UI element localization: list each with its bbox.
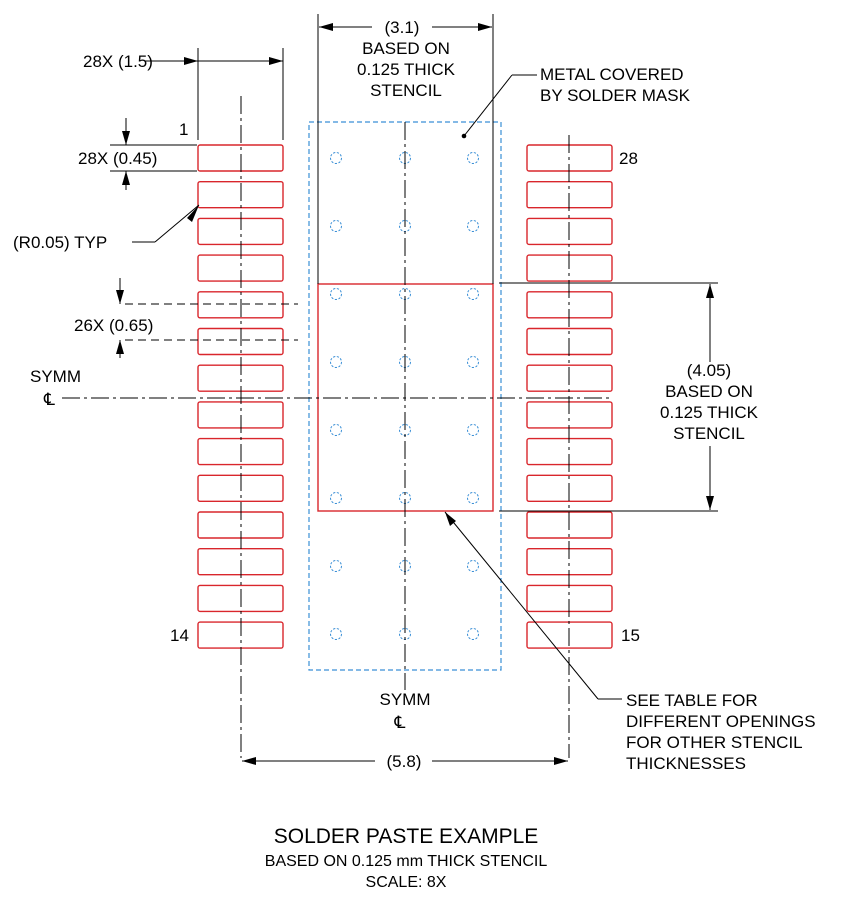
via-r5-c3 — [467, 424, 479, 436]
paste-height-arrow-top — [706, 284, 714, 298]
corner-radius-arrow — [187, 205, 199, 222]
via-r1-c1 — [330, 152, 342, 164]
via-r8-c1 — [330, 628, 342, 640]
via-r4-c3 — [467, 356, 479, 368]
paste-height-note-3: STENCIL — [673, 424, 745, 443]
paste-width-note-1: BASED ON — [362, 39, 450, 58]
paste-width-dim: (3.1) — [385, 18, 420, 37]
pad-length-arrow-left — [184, 57, 198, 65]
pad-length-arrow-right — [269, 57, 283, 65]
pitch-arrow-bottom — [116, 340, 124, 354]
pitch-arrow-top — [116, 290, 124, 304]
pin-label-last: 28 — [619, 149, 638, 168]
see-table-note-3: FOR OTHER STENCIL — [626, 733, 803, 752]
metal-covered-note-2: BY SOLDER MASK — [540, 86, 691, 105]
via-r1-c3 — [467, 152, 479, 164]
see-table-leader — [444, 511, 599, 700]
symmetry-symbol-left: ℄ — [43, 390, 55, 409]
pad-width-arrow-top — [122, 131, 130, 145]
pin-label-first-right: 15 — [621, 626, 640, 645]
metal-covered-leader — [463, 74, 513, 137]
via-r8-c3 — [467, 628, 479, 640]
via-r2-c3 — [467, 220, 479, 232]
symmetry-label-left: SYMM — [30, 367, 81, 386]
via-r7-c1 — [330, 560, 342, 572]
metal-covered-dot — [461, 133, 467, 139]
pin-label-first: 1 — [179, 120, 188, 139]
pad-length-dim: 28X (1.5) — [83, 52, 153, 71]
via-r6-c1 — [330, 492, 342, 504]
corner-radius-note: (R0.05) TYP — [13, 233, 107, 252]
paste-height-note-2: 0.125 THICK — [660, 403, 759, 422]
see-table-note-1: SEE TABLE FOR — [626, 691, 758, 710]
pad-width-dim: 28X (0.45) — [78, 149, 157, 168]
via-r7-c3 — [467, 560, 479, 572]
see-table-note-4: THICKNESSES — [626, 754, 746, 773]
paste-width-note-2: 0.125 THICK — [357, 60, 456, 79]
span-arrow-right — [554, 757, 568, 765]
symmetry-symbol-bottom: ℄ — [394, 713, 406, 732]
via-r2-c1 — [330, 220, 342, 232]
see-table-arrow — [445, 512, 456, 526]
symmetry-label-bottom: SYMM — [380, 690, 431, 709]
via-r6-c3 — [467, 492, 479, 504]
footer-scale: SCALE: 8X — [366, 874, 447, 891]
via-r5-c1 — [330, 424, 342, 436]
paste-width-arrow-right — [478, 23, 492, 31]
footer-title: SOLDER PASTE EXAMPLE — [274, 825, 539, 848]
paste-height-arrow-bottom — [706, 496, 714, 510]
via-r3-c3 — [467, 288, 479, 300]
metal-covered-note-1: METAL COVERED — [540, 65, 684, 84]
paste-height-dim: (4.05) — [687, 361, 731, 380]
pad-width-arrow-bottom — [122, 171, 130, 185]
footer-subtitle: BASED ON 0.125 mm THICK STENCIL — [265, 853, 548, 870]
via-r3-c1 — [330, 288, 342, 300]
pin-label-last-left: 14 — [170, 626, 189, 645]
thermal-vias — [330, 152, 479, 640]
paste-width-note-3: STENCIL — [370, 81, 442, 100]
corner-radius-leader — [154, 204, 200, 243]
paste-width-arrow-left — [319, 23, 333, 31]
see-table-note-2: DIFFERENT OPENINGS — [626, 712, 816, 731]
pitch-dim: 26X (0.65) — [74, 316, 153, 335]
overall-span-dim: (5.8) — [387, 752, 422, 771]
span-arrow-left — [242, 757, 256, 765]
paste-height-note-1: BASED ON — [665, 382, 753, 401]
via-r4-c1 — [330, 356, 342, 368]
